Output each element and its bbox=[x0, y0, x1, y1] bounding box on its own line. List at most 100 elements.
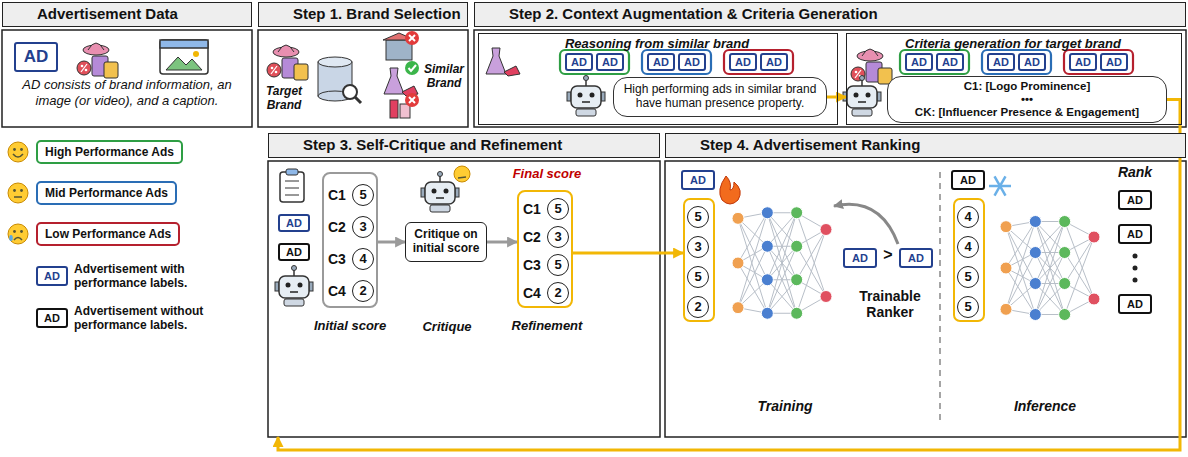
ad-icon: AD bbox=[951, 170, 985, 190]
neural-network bbox=[1000, 262, 1012, 274]
neural-network bbox=[791, 240, 803, 252]
text-label: Similar Brand bbox=[420, 62, 468, 90]
ad-icon: AD bbox=[36, 266, 68, 286]
panel-body bbox=[258, 30, 468, 127]
shopping-icon bbox=[77, 61, 91, 75]
robot-icon bbox=[298, 283, 303, 288]
emoji-face bbox=[13, 230, 16, 233]
ad-group bbox=[900, 50, 969, 74]
ad-icon: AD bbox=[1118, 190, 1152, 210]
database-icon bbox=[355, 97, 361, 103]
shopping-icon bbox=[77, 43, 118, 78]
fire-icon bbox=[720, 176, 741, 204]
shopping-icon bbox=[81, 65, 84, 68]
legend-text: Low Performance Ads bbox=[45, 227, 171, 241]
neural-network bbox=[1088, 293, 1100, 305]
emoji-face bbox=[13, 189, 16, 192]
neural-network bbox=[1035, 222, 1064, 315]
robot-icon bbox=[436, 197, 444, 199]
neural-network bbox=[1059, 216, 1071, 228]
dress-icon bbox=[486, 48, 520, 76]
flow-arrow bbox=[827, 96, 846, 99]
neural-network bbox=[1059, 309, 1071, 321]
robot-icon bbox=[438, 172, 443, 177]
neural-network bbox=[761, 207, 773, 219]
ad-group bbox=[642, 50, 711, 74]
makeup-icon bbox=[400, 104, 410, 118]
emoji-face bbox=[13, 148, 16, 151]
emoji-face bbox=[8, 183, 28, 203]
panel: Step 3. Self-Critique and RefinementC15C… bbox=[268, 133, 660, 437]
shopping-icon bbox=[851, 49, 892, 84]
ad-icon: AD bbox=[278, 243, 310, 261]
neural-network bbox=[820, 224, 832, 236]
panel-subtitle: Criteria generation for target brand bbox=[847, 36, 1179, 51]
score-number: 5 bbox=[547, 198, 569, 220]
emoji-face bbox=[8, 142, 28, 162]
cross-mark bbox=[405, 31, 419, 45]
caption-text: Refinement bbox=[497, 318, 597, 333]
neural-network bbox=[761, 240, 773, 252]
neural-network bbox=[1029, 278, 1041, 290]
shopping-icon bbox=[88, 43, 104, 50]
image-icon bbox=[160, 40, 208, 48]
shopping-icon bbox=[271, 66, 277, 74]
flow-arrow bbox=[573, 252, 683, 255]
checklist-icon bbox=[280, 172, 304, 202]
shopping-icon bbox=[851, 67, 865, 81]
shopping-icon bbox=[275, 71, 278, 74]
ad-icon: AD bbox=[681, 170, 715, 190]
shopping-icon bbox=[294, 64, 308, 80]
criteria-text: C1: [Logo Prominence] bbox=[894, 80, 1160, 93]
neural-network bbox=[791, 274, 803, 286]
score-number: 2 bbox=[352, 280, 374, 302]
ellipsis-dots bbox=[1133, 266, 1138, 271]
score-number: 3 bbox=[547, 226, 569, 248]
panel-title: Step 4. Advertisement Ranking bbox=[665, 133, 1186, 158]
ad-group bbox=[724, 50, 793, 74]
neural-network bbox=[767, 213, 796, 314]
neural-network bbox=[732, 207, 832, 320]
criterion-name: C1 bbox=[328, 184, 352, 206]
image-icon bbox=[160, 40, 208, 74]
cross-mark bbox=[405, 93, 419, 107]
ellipsis-dots bbox=[1133, 278, 1138, 283]
ad-icon: AD bbox=[987, 53, 1015, 71]
snowflake-icon bbox=[995, 176, 1006, 195]
shopping-icon bbox=[855, 71, 858, 74]
robot-icon bbox=[854, 93, 859, 98]
robot-icon bbox=[571, 86, 601, 108]
score-number: 5 bbox=[352, 184, 374, 206]
snowflake-icon bbox=[989, 176, 1011, 195]
panel-title: Step 3. Self-Critique and Refinement bbox=[268, 133, 660, 158]
criterion-name: C2 bbox=[328, 216, 352, 238]
robot-icon bbox=[275, 266, 313, 307]
score-number: 5 bbox=[687, 266, 709, 288]
emoji-face bbox=[20, 230, 23, 233]
emoji-face bbox=[8, 224, 28, 244]
criterion-name: C3 bbox=[328, 248, 352, 270]
divider-line bbox=[939, 172, 941, 425]
panel-body bbox=[2, 30, 1186, 437]
cross-mark bbox=[405, 93, 419, 107]
robot-icon bbox=[858, 101, 866, 103]
emoji-face bbox=[14, 238, 22, 241]
thinking-face bbox=[458, 177, 466, 178]
sub-panel: Reasoning from similar brandHigh perform… bbox=[478, 33, 838, 125]
caption-text: AD consists of brand information, an ima… bbox=[4, 77, 250, 109]
criterion-name: C4 bbox=[328, 280, 352, 302]
database-icon bbox=[343, 85, 357, 99]
neural-network bbox=[1029, 309, 1041, 321]
dress-icon bbox=[486, 48, 506, 74]
neural-network bbox=[732, 302, 744, 314]
ad-group bbox=[560, 50, 629, 74]
database-icon bbox=[318, 57, 361, 103]
criteria-text: CK: [Influencer Presence & Engagement] bbox=[894, 106, 1160, 119]
box-text: Critique on initial score bbox=[406, 227, 486, 255]
image-icon bbox=[193, 51, 199, 57]
criterion-name: C1 bbox=[523, 198, 547, 220]
store-icon bbox=[383, 33, 415, 60]
text-label: Trainable Ranker bbox=[838, 288, 942, 320]
score-column: 5352 bbox=[683, 198, 715, 322]
shopping-icon bbox=[81, 64, 87, 72]
